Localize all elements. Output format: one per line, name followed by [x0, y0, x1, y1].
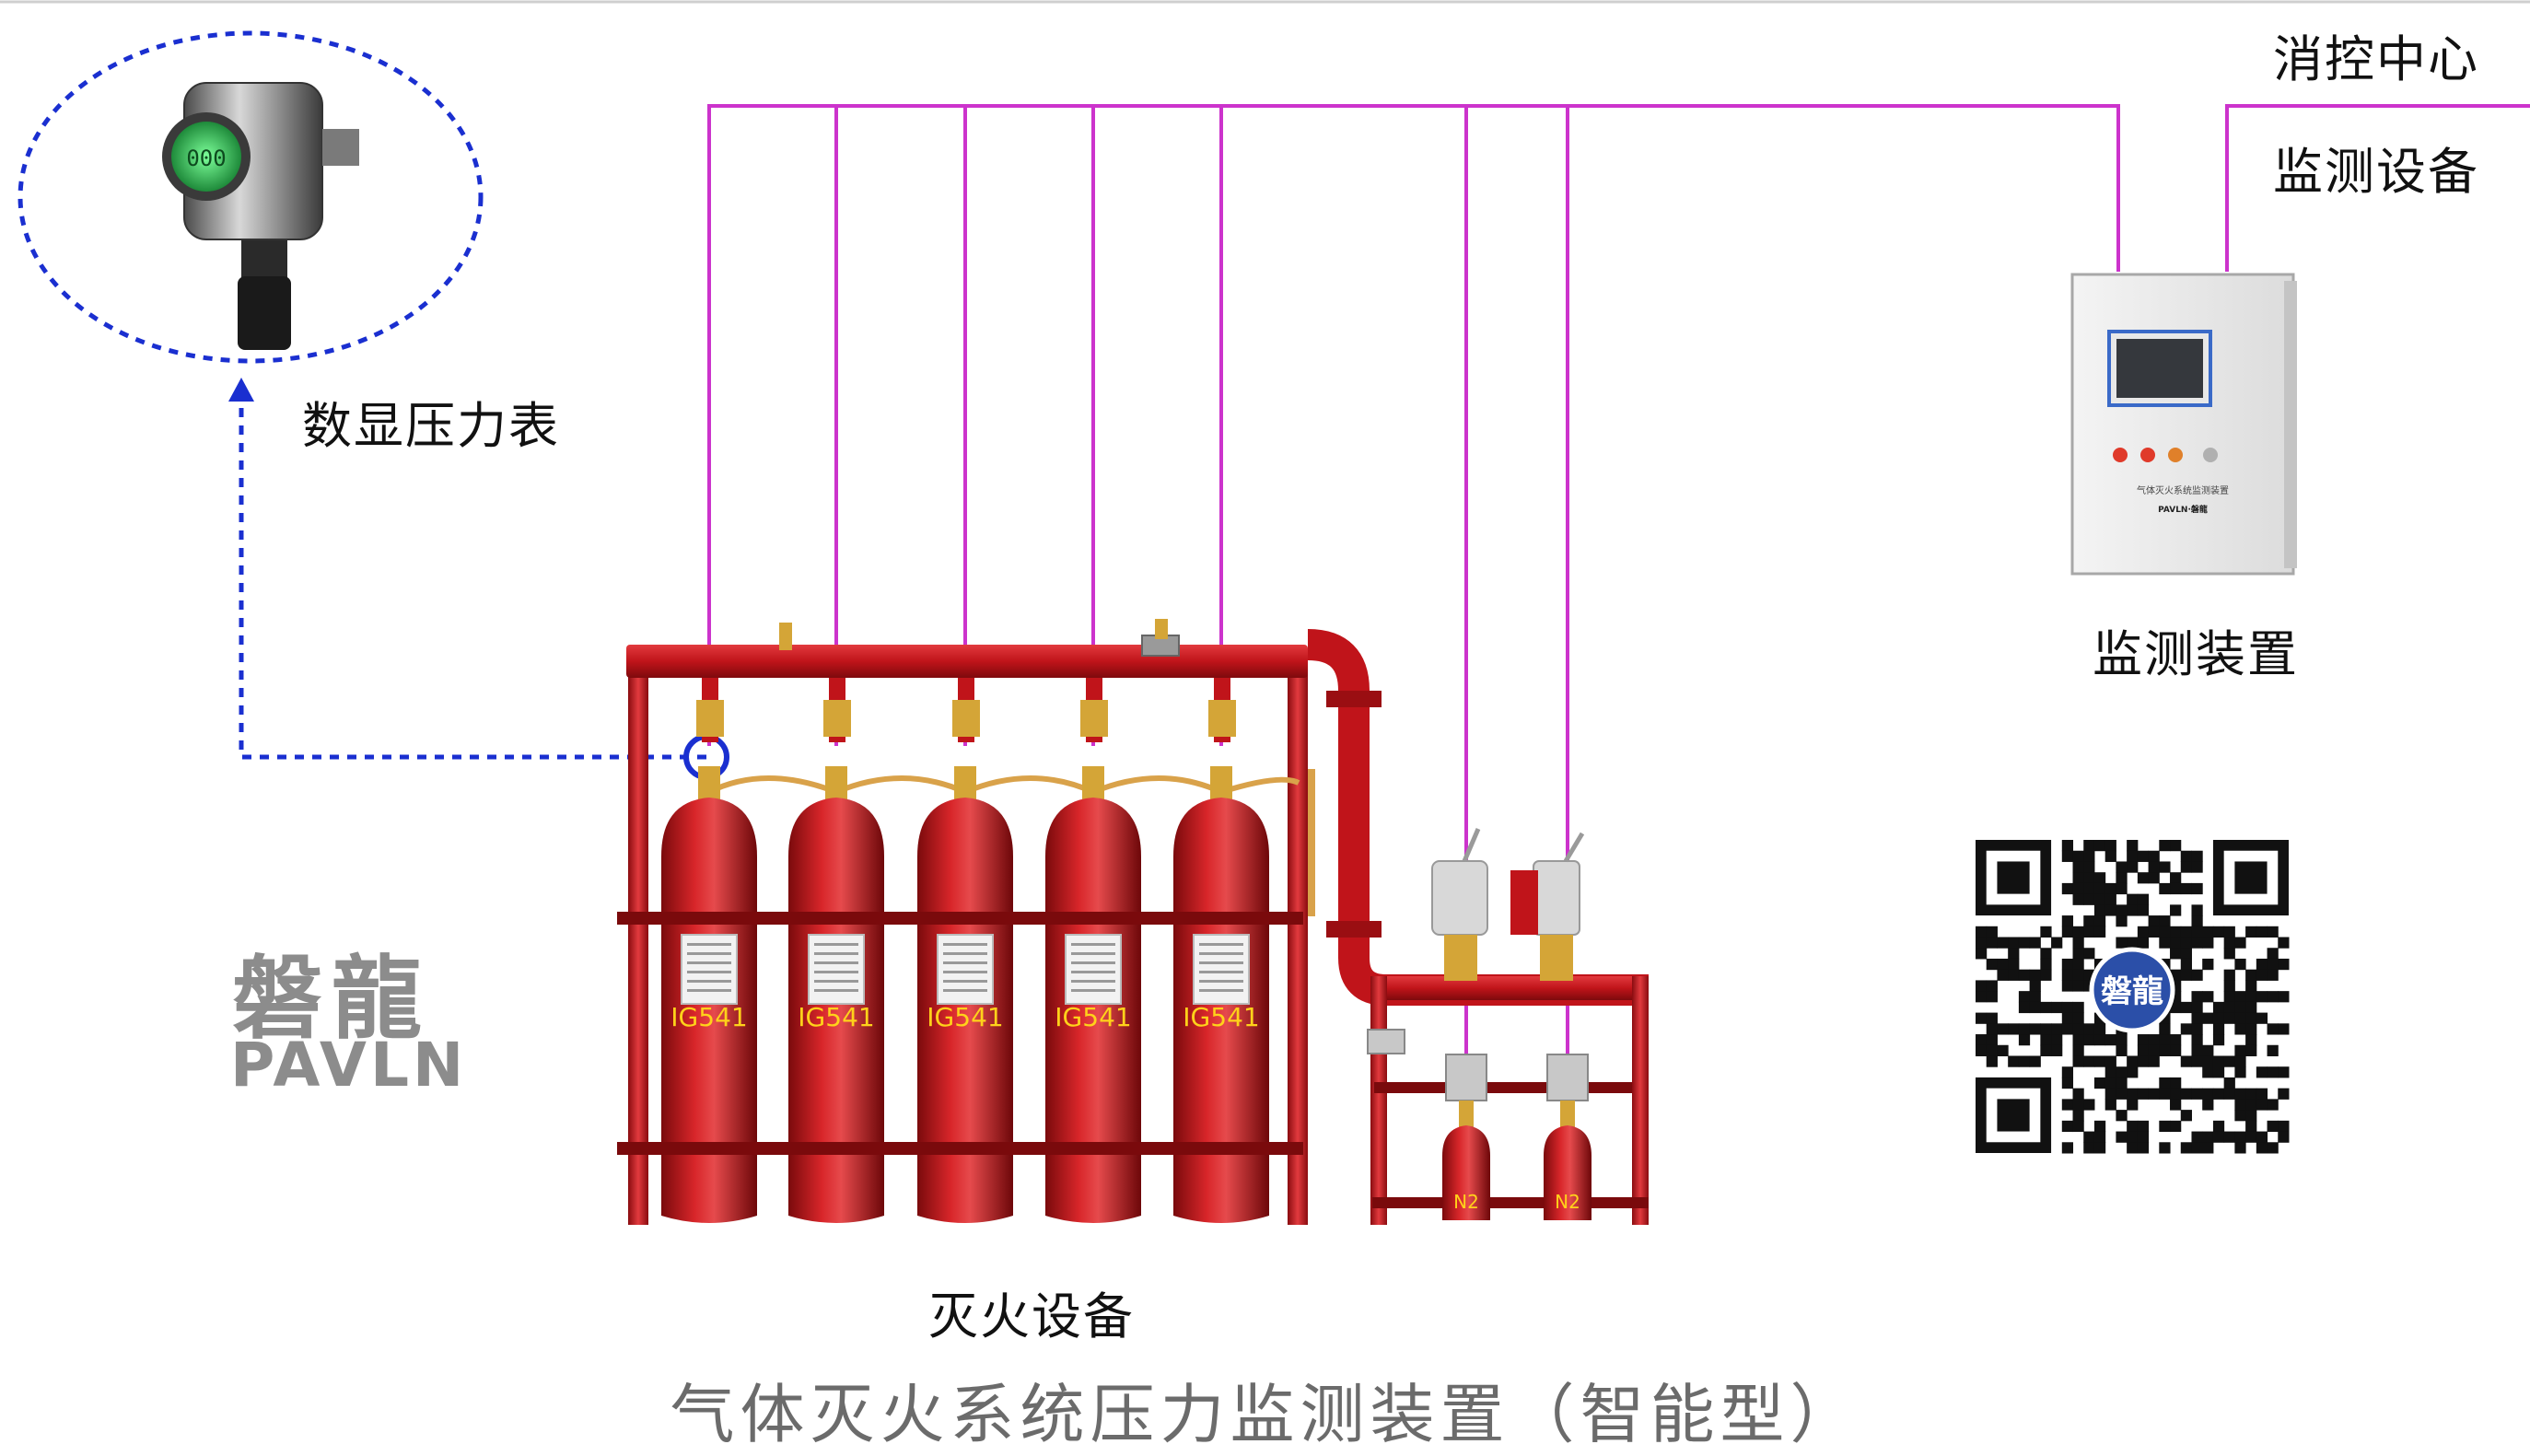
- brand-logo-cn: 磐龍: [232, 946, 432, 1052]
- label-monitoring-device: 监测装置: [2093, 625, 2299, 683]
- gauge-callout-leader: [239, 396, 706, 760]
- ig541-tank: IG541: [1173, 766, 1269, 1223]
- tank-label: IG541: [798, 1002, 874, 1032]
- tank-label: IG541: [670, 1002, 747, 1032]
- panel-cabinet: [2070, 273, 2295, 576]
- manifold-top-pipe: [626, 645, 1308, 678]
- gauge-screen: [171, 122, 241, 192]
- ig541-tank: IG541: [1045, 766, 1141, 1223]
- gauge-reading: 000: [186, 146, 226, 171]
- ig541-tank-group: IG541 IG541 IG541 IG541 IG541: [617, 766, 1303, 1223]
- label-digital-gauge: 数显压力表: [302, 397, 560, 455]
- signal-line-main: [707, 104, 2120, 746]
- signal-lines: [707, 104, 2530, 1087]
- monitoring-device-panel: 气体灭火系统监测装置 PAVLN·磐龍: [2070, 273, 2297, 576]
- tank-label: IG541: [927, 1002, 1003, 1032]
- qr-badge-text: 磐龍: [2101, 973, 2163, 1010]
- arrow-up-icon: [228, 378, 254, 402]
- n2-tank: N2: [1442, 1101, 1490, 1220]
- panel-indicator-2: [2140, 448, 2155, 462]
- gauge-callout-ellipse: [17, 30, 484, 364]
- panel-indicator-3: [2168, 448, 2183, 462]
- label-monitoring-equipment: 监测设备: [2273, 143, 2479, 201]
- signal-line-to-center: [2225, 104, 2530, 272]
- panel-key-switch: [2203, 448, 2218, 462]
- brand-logo-en: PAVLN: [230, 1030, 468, 1101]
- n2-tank-label: N2: [1453, 1191, 1479, 1213]
- panel-brand: PAVLN·磐龍: [2158, 504, 2208, 515]
- ig541-tank: IG541: [661, 766, 757, 1223]
- page-title: 气体灭火系统压力监测装置（智能型）: [670, 1377, 1860, 1452]
- ig541-tank: IG541: [788, 766, 884, 1223]
- n2-tank: N2: [1544, 1101, 1591, 1220]
- qr-center-badge: 磐龍: [2089, 947, 2175, 1033]
- digital-pressure-gauge: 000: [162, 82, 359, 350]
- tank-label: IG541: [1183, 1002, 1259, 1032]
- panel-indicator-1: [2113, 448, 2128, 462]
- n2-tank-label: N2: [1555, 1191, 1580, 1213]
- label-control-center: 消控中心: [2273, 30, 2479, 88]
- panel-caption: 气体灭火系统监测装置: [2137, 484, 2229, 496]
- tank-label: IG541: [1055, 1002, 1131, 1032]
- label-fire-equipment: 灭火设备: [928, 1287, 1135, 1345]
- gauge-cable: [238, 276, 291, 350]
- n2-starter-section: [1367, 828, 1649, 1225]
- gauge-side-port: [322, 129, 359, 166]
- n2-tank-group: N2 N2: [1442, 1101, 1591, 1220]
- ig541-tank: IG541: [917, 766, 1013, 1223]
